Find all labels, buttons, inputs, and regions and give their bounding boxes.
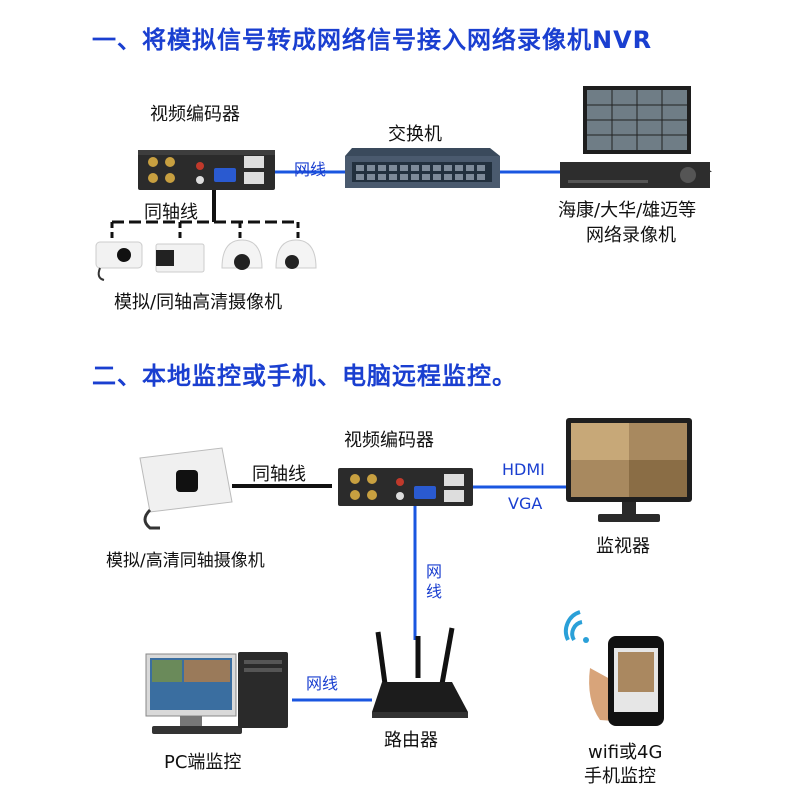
section1-title: 一、将模拟信号转成网络信号接入网络录像机NVR: [92, 26, 653, 54]
hdmi-label: HDMI: [502, 460, 545, 479]
section2-title: 二、本地监控或手机、电脑远程监控。: [92, 362, 517, 390]
coax-label-2: 同轴线: [252, 464, 306, 485]
bullet-camera-1: [95, 241, 143, 281]
monitor-label: 监视器: [596, 536, 650, 557]
switch-label: 交换机: [388, 124, 442, 145]
router-label: 路由器: [384, 730, 438, 751]
encoder2-label: 视频编码器: [344, 430, 434, 451]
encoder1-label: 视频编码器: [150, 104, 240, 125]
camera2-label: 模拟/高清同轴摄像机: [106, 551, 265, 571]
nvr-label-line1: 海康/大华/雄迈等: [558, 200, 697, 221]
nvr-device: [560, 86, 712, 188]
network-cable-label-1: 网线: [294, 160, 327, 179]
pc-label: PC端监控: [164, 752, 242, 773]
vertical-cable-label: 网 线: [424, 562, 444, 602]
vga-label: VGA: [508, 494, 543, 513]
router-device: [372, 627, 468, 718]
network-switch-device: [345, 148, 500, 188]
dome-camera-1: [221, 239, 263, 270]
vertical-cable-char-1: 网: [425, 562, 442, 581]
bullet-camera-2: [155, 243, 205, 273]
dome-camera-2: [275, 239, 317, 269]
video-encoder-device-1: [138, 150, 275, 190]
coax-label-1: 同轴线: [144, 202, 198, 223]
pc-device: [145, 652, 288, 734]
monitor-device: [566, 418, 692, 522]
smartphone-device: [589, 636, 664, 726]
pc-cable-label: 网线: [306, 674, 339, 693]
bullet-camera-large: [139, 447, 233, 530]
vertical-cable-char-2: 线: [425, 582, 442, 601]
wifi-icon: [563, 610, 589, 643]
mobile-label-line2: 手机监控: [584, 766, 656, 787]
mobile-label-line1: wifi或4G: [588, 742, 663, 763]
nvr-label-line2: 网络录像机: [586, 225, 676, 246]
cameras-label: 模拟/同轴高清摄像机: [114, 292, 283, 313]
video-encoder-device-2: [338, 468, 473, 506]
